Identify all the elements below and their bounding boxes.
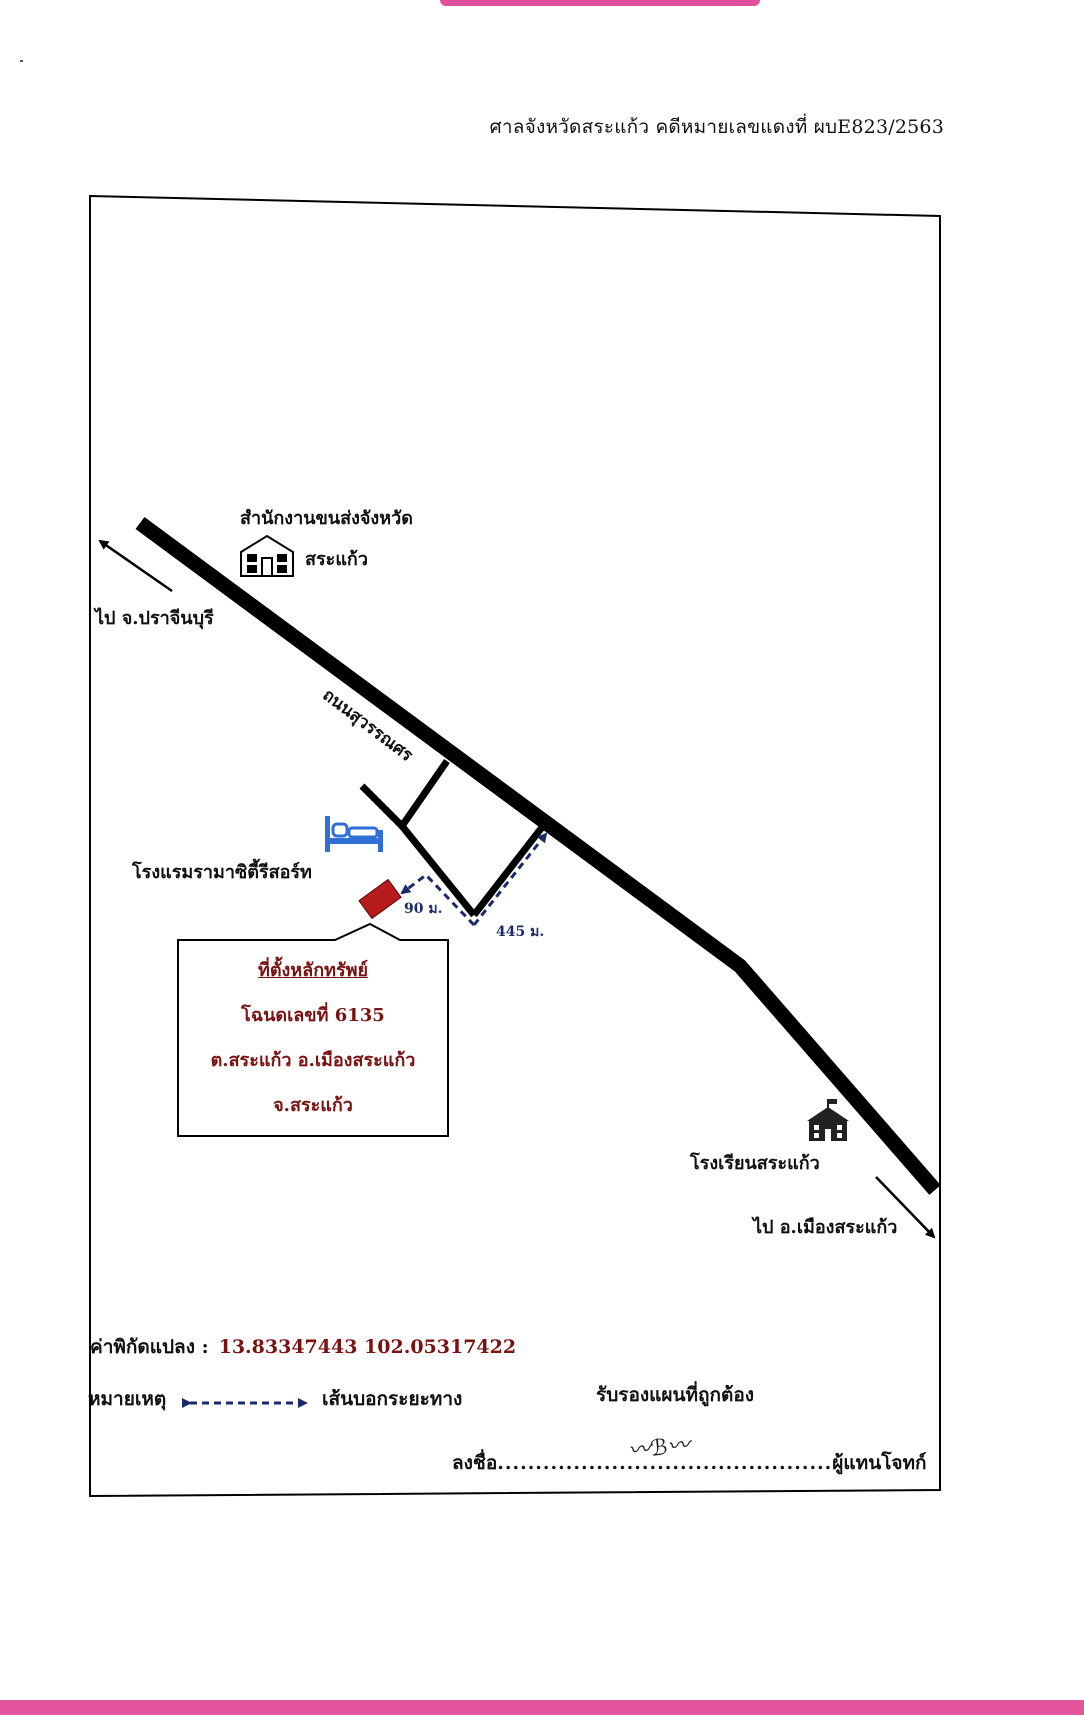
distance-line-90m <box>400 873 476 927</box>
main-road <box>135 516 941 1195</box>
property-callout-box <box>177 922 449 1137</box>
school-label: โรงเรียนสระแก้ว <box>690 1153 820 1174</box>
legend-label: หมายเหตุ <box>88 1388 167 1410</box>
page-edge-top <box>440 0 760 6</box>
property-location-2: จ.สระแก้ว <box>273 1095 353 1116</box>
sign-label: ลงชื่อ <box>452 1452 498 1474</box>
coordinates-row: ค่าพิกัดแปลง : 13.83347443 102.05317422 <box>90 1332 516 1362</box>
legend-text: เส้นบอกระยะทาง <box>322 1388 463 1410</box>
transport-office-label-2: สระแก้ว <box>305 549 368 570</box>
certify-text: รับรองแผนที่ถูกต้อง <box>596 1384 755 1406</box>
property-deed: โฉนดเลขที่ 6135 <box>241 1005 385 1026</box>
arrow-to-muang-sakaeo <box>875 1176 936 1239</box>
school-icon <box>807 1099 849 1141</box>
property-location-1: ต.สระแก้ว อ.เมืองสระแก้ว <box>210 1050 416 1071</box>
distance-90-label: 90 ม. <box>404 901 443 917</box>
sign-role: ผู้แทนโจทก์ <box>832 1452 927 1474</box>
signature-row: ลงชื่อ..................................… <box>452 1448 927 1478</box>
scan-speck <box>20 60 23 62</box>
side-road-east <box>471 823 546 918</box>
coords-value: 13.83347443 102.05317422 <box>218 1336 517 1358</box>
hotel-label: โรงแรมรามาซิตี้รีสอร์ท <box>132 862 312 883</box>
sign-dots: ........................................… <box>497 1452 833 1474</box>
direction-prachinburi-label: ไป จ.ปราจีนบุรี <box>95 608 214 629</box>
direction-muang-sakaeo-label: ไป อ.เมืองสระแก้ว <box>753 1217 898 1238</box>
bed-icon <box>325 816 383 852</box>
property-marker-icon <box>358 878 402 920</box>
office-building-icon <box>240 534 294 577</box>
property-title: ที่ตั้งหลักทรัพย์ <box>257 960 369 981</box>
page-edge-bottom <box>0 1700 1084 1715</box>
handwritten-signature: 〰︎ℬ〰︎ <box>627 1432 691 1465</box>
property-callout: ที่ตั้งหลักทรัพย์ โฉนดเลขที่ 6135 ต.สระแ… <box>178 948 448 1128</box>
map-frame <box>89 194 941 1498</box>
coords-label: ค่าพิกัดแปลง : <box>90 1336 209 1358</box>
distance-line-445m <box>472 832 548 926</box>
side-road-branch <box>399 823 477 918</box>
side-road-loop <box>359 759 450 832</box>
case-header: ศาลจังหวัดสระแก้ว คดีหมายเลขแดงที่ ผบE82… <box>489 116 944 138</box>
transport-office-label: สำนักงานขนส่งจังหวัด <box>240 508 413 529</box>
distance-445-label: 445 ม. <box>496 924 545 940</box>
arrow-to-prachinburi <box>98 539 173 593</box>
